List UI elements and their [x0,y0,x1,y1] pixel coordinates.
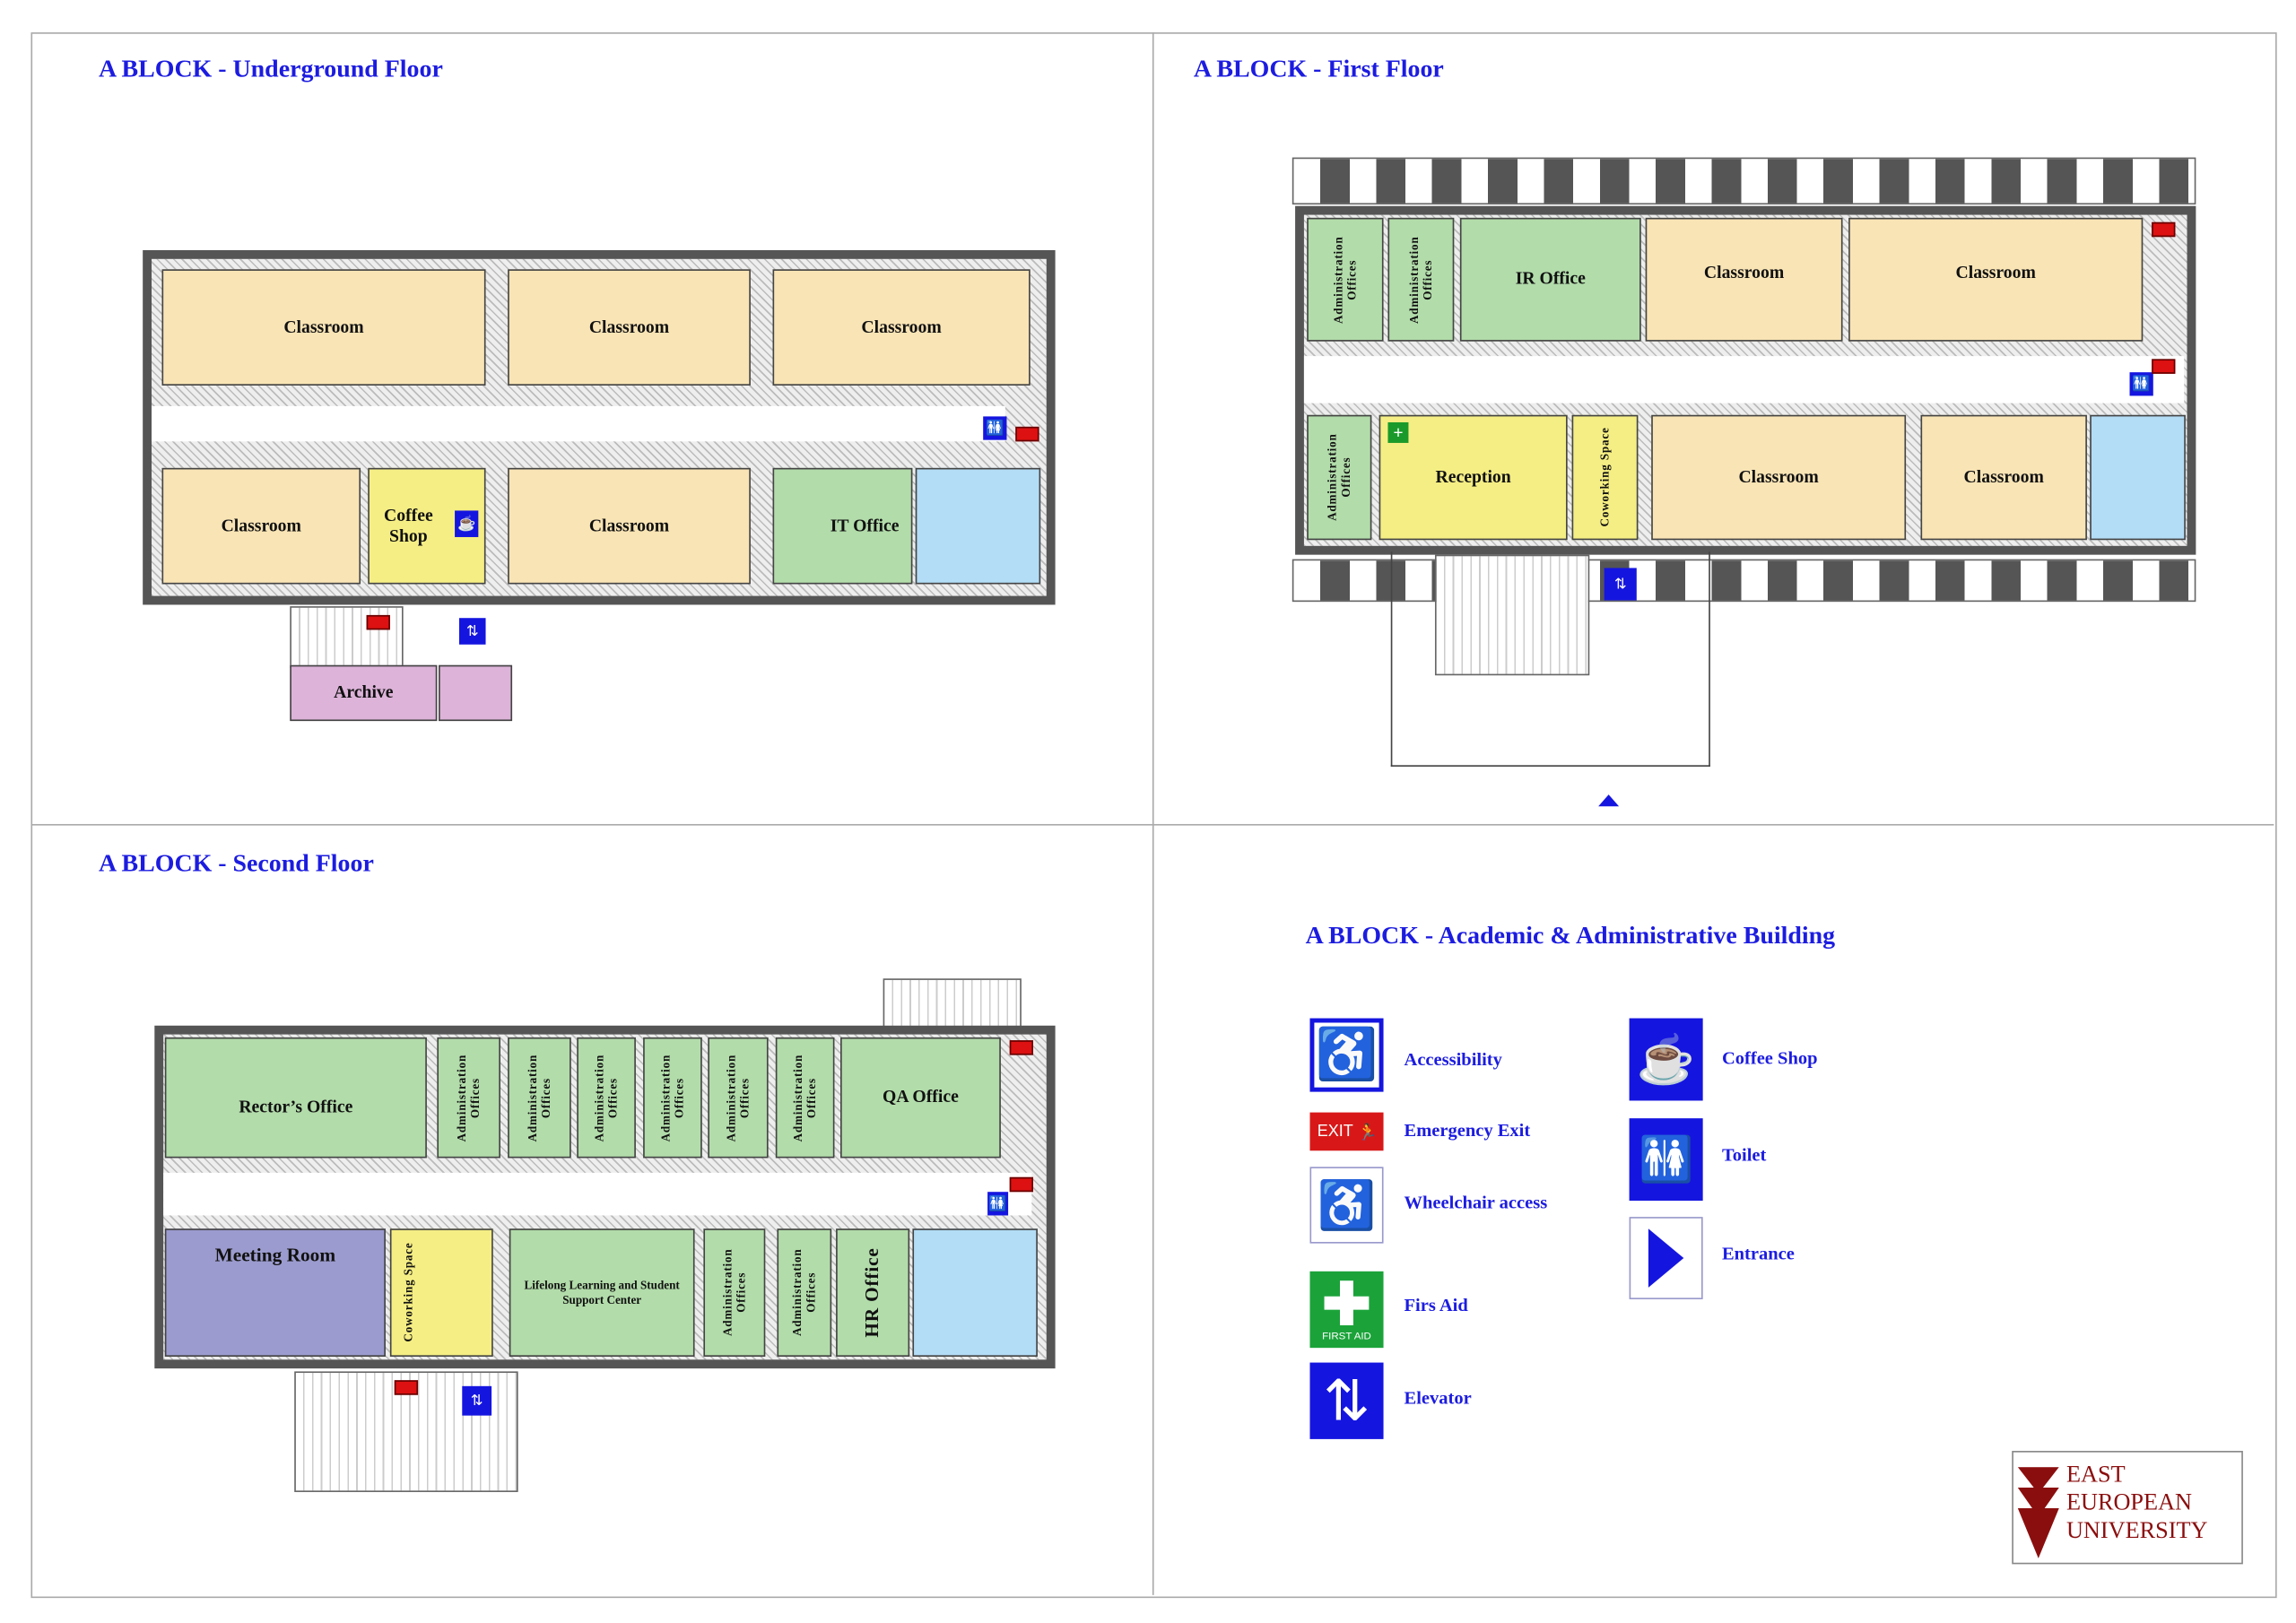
elevator-icon: ⇅ [1309,1362,1384,1439]
administration-offices[interactable]: Administration Offices [1307,414,1372,541]
classroom[interactable]: Classroom [772,269,1031,386]
toilet-icon: 🚻 [987,1192,1009,1216]
stairs [883,978,1022,1029]
emergency-exit-icon [1009,1176,1033,1193]
legend-label: Wheelchair access [1404,1192,1548,1213]
classroom[interactable]: Classroom [1848,217,2144,342]
divider [1152,32,1154,1595]
toilet-icon: 🚻 [983,416,1007,440]
legend-label: Accessibility [1404,1049,1502,1071]
emergency-exit-icon [2152,221,2176,238]
toilets [915,467,1041,585]
legend-label: Elevator [1404,1387,1472,1409]
coworking-space[interactable]: Coworking Space [389,1228,493,1358]
classroom[interactable]: Classroom [1645,217,1843,342]
classroom[interactable]: Classroom [1920,414,2087,541]
legend-label: Firs Aid [1404,1295,1468,1316]
lifelong-learning-center[interactable]: Lifelong Learning and Student Support Ce… [509,1228,695,1358]
classroom[interactable]: Classroom [508,269,751,386]
emergency-exit-icon [394,1380,419,1395]
elevator-icon: ⇅ [462,1385,492,1416]
entrance-icon[interactable] [1598,794,1620,807]
elevator-icon: ⇅ [458,618,486,645]
toilets [2090,414,2186,541]
classroom[interactable]: Classroom [1651,414,1907,541]
accessibility-icon: ♿ [1309,1018,1384,1092]
emergency-exit-icon: EXIT 🏃 [1309,1112,1384,1151]
administration-offices[interactable]: Administration Offices [1387,217,1455,342]
administration-offices[interactable]: Administration Offices [777,1228,832,1358]
legend-label: Coffee Shop [1721,1047,1818,1069]
emergency-exit-icon [1015,426,1039,442]
archive-annex [439,664,513,722]
reception[interactable]: Reception [1378,414,1568,541]
emergency-exit-icon [2152,359,2176,374]
qa-office[interactable]: QA Office [840,1037,1001,1159]
classroom[interactable]: Classroom [508,467,751,585]
coffee-shop-icon: ☕ [1629,1018,1703,1101]
rectors-office[interactable]: Rector’s Office [164,1037,427,1159]
logo-text: UNIVERSITY [2066,1518,2208,1544]
legend-title: A BLOCK - Academic & Administrative Buil… [1305,921,1836,950]
administration-offices[interactable]: Administration Offices [775,1037,835,1159]
classroom[interactable]: Classroom [161,467,361,585]
logo-text: EAST [2066,1462,2126,1488]
underground-title: A BLOCK - Underground Floor [98,54,443,82]
it-office[interactable]: IT Office [772,467,913,585]
coworking-space[interactable]: Coworking Space [1571,414,1639,541]
legend-label: Emergency Exit [1404,1119,1531,1141]
administration-offices[interactable]: Administration Offices [703,1228,766,1358]
first-aid-icon: + [1387,421,1409,443]
first-floor-title: A BLOCK - First Floor [1193,54,1444,82]
balcony [1292,157,2196,205]
administration-offices[interactable]: Administration Offices [508,1037,571,1159]
logo-mark [2017,1467,2059,1558]
wheelchair-access-icon: ♿ [1309,1167,1384,1244]
divider [30,823,2274,826]
first-aid-icon: ✚FIRST AID [1309,1271,1384,1349]
coffee-shop-icon: ☕ [455,510,479,537]
emergency-exit-icon [366,614,390,630]
administration-offices[interactable]: Administration Offices [577,1037,636,1159]
administration-offices[interactable]: Administration Offices [1307,217,1384,342]
stairs [1434,554,1590,676]
elevator-icon: ⇅ [1604,568,1637,601]
meeting-room[interactable]: Meeting Room [164,1228,386,1358]
ir-office[interactable]: IR Office [1459,217,1641,342]
legend-label: Toilet [1721,1144,1767,1166]
toilet-icon: 🚻 [1629,1118,1703,1202]
toilets [912,1228,1038,1358]
toilet-icon: 🚻 [2129,372,2153,396]
classroom[interactable]: Classroom [161,269,486,386]
hr-office[interactable]: HR Office [836,1228,910,1358]
legend-label: Entrance [1721,1243,1795,1264]
coffee-shop[interactable]: Coffee Shop [368,467,486,585]
second-floor-title: A BLOCK - Second Floor [98,848,374,878]
administration-offices[interactable]: Administration Offices [708,1037,769,1159]
entrance-icon [1629,1217,1703,1300]
administration-offices[interactable]: Administration Offices [643,1037,702,1159]
entrance-hall [1390,551,1710,767]
east-european-university-logo: EAST EUROPEAN UNIVERSITY [2012,1451,2243,1565]
archive[interactable]: Archive [290,664,438,722]
logo-text: EUROPEAN [2066,1490,2193,1516]
emergency-exit-icon [1009,1040,1033,1055]
administration-offices[interactable]: Administration Offices [437,1037,500,1159]
